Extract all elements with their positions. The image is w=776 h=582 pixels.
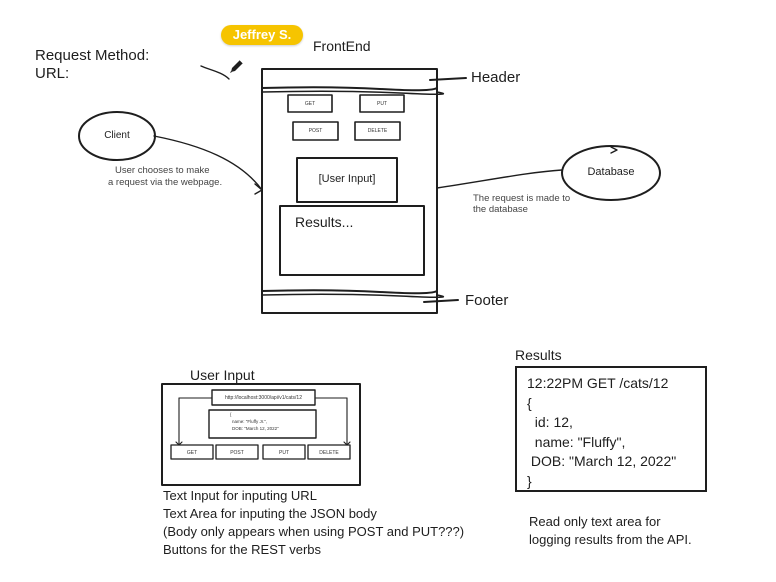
results-log-area: 12:22PM GET /cats/12 { id: 12, name: "Fl… bbox=[515, 366, 707, 492]
collaborator-badge: Jeffrey S. bbox=[221, 25, 303, 45]
ui-note-2: Text Area for inputing the JSON body bbox=[163, 506, 377, 521]
header-divider bbox=[261, 86, 438, 92]
ui-section-frame bbox=[161, 383, 361, 486]
wire-delete-button bbox=[354, 121, 401, 141]
wire-user-input-label: [User Input] bbox=[318, 173, 376, 185]
ui-body-area bbox=[208, 409, 317, 439]
header-label: Header bbox=[471, 69, 521, 86]
method-arrow bbox=[200, 65, 230, 80]
wire-results-box bbox=[279, 205, 425, 276]
results-log-line: name: "Fluffy", bbox=[527, 433, 626, 450]
database-note-line-2: the database bbox=[473, 204, 528, 215]
results-log-line: id: 12, bbox=[527, 414, 573, 430]
ui-get-button bbox=[170, 444, 214, 460]
wire-user-input-box bbox=[296, 157, 398, 203]
results-note-line-2: logging results from the API. bbox=[529, 532, 692, 547]
ui-put-button bbox=[262, 444, 306, 460]
results-note-line-1: Read only text area for bbox=[529, 514, 661, 529]
wire-results-label: Results... bbox=[295, 214, 354, 230]
ui-note-1: Text Input for inputing URL bbox=[163, 488, 317, 503]
ui-get-label: GET bbox=[186, 450, 198, 456]
client-label: Client bbox=[104, 130, 130, 141]
ui-url-value: http://localhost:3000/api/v1/cats/12 bbox=[225, 395, 302, 401]
frontend-page-frame bbox=[261, 68, 438, 314]
user-input-title: User Input bbox=[190, 367, 255, 383]
frontend-to-database-arrow bbox=[436, 169, 563, 189]
request-method-label: Request Method: bbox=[35, 47, 150, 64]
database-ellipse bbox=[561, 145, 661, 201]
ui-body-line-1: { bbox=[230, 412, 232, 417]
results-log-line: { bbox=[527, 394, 532, 411]
footer-pointer bbox=[423, 299, 459, 303]
wire-post-button bbox=[292, 121, 339, 141]
client-note-line-2: a request via the webpage. bbox=[108, 177, 223, 188]
wire-put-button bbox=[359, 94, 405, 113]
wire-get-label: GET bbox=[304, 101, 316, 107]
ui-put-label: PUT bbox=[279, 450, 289, 456]
ui-note-4: Buttons for the REST verbs bbox=[163, 542, 321, 557]
results-log-line: DOB: "March 12, 2022" bbox=[527, 453, 677, 469]
url-label: URL: bbox=[35, 65, 70, 82]
wire-delete-label: DELETE bbox=[367, 128, 388, 134]
client-note-line-1: User chooses to make bbox=[115, 165, 210, 176]
ui-body-line-3: DOB: "March 12, 2022" bbox=[232, 426, 279, 431]
ui-delete-label: DELETE bbox=[319, 450, 339, 456]
ui-body-line-2: name: "Fluffy Jr.", bbox=[232, 419, 268, 424]
pen-icon[interactable] bbox=[225, 54, 249, 78]
ui-post-label: POST bbox=[230, 450, 244, 456]
wire-post-label: POST bbox=[308, 128, 323, 134]
ui-delete-button bbox=[307, 444, 351, 460]
results-title: Results bbox=[515, 347, 562, 363]
footer-divider bbox=[261, 289, 438, 295]
results-log-line: } bbox=[527, 472, 532, 489]
frontend-title: FrontEnd bbox=[313, 38, 371, 54]
ui-note-3: (Body only appears when using POST and P… bbox=[163, 524, 465, 539]
results-log-line: 12:22PM GET /cats/12 bbox=[527, 375, 669, 391]
ui-post-button bbox=[215, 444, 259, 460]
database-label: Database bbox=[587, 166, 635, 178]
wire-put-label: PUT bbox=[377, 101, 387, 107]
database-note-line-1: The request is made to bbox=[473, 193, 571, 204]
wire-get-button bbox=[287, 94, 333, 113]
client-to-frontend-arrow bbox=[153, 135, 263, 191]
footer-label: Footer bbox=[465, 292, 509, 309]
header-pointer bbox=[429, 77, 467, 81]
